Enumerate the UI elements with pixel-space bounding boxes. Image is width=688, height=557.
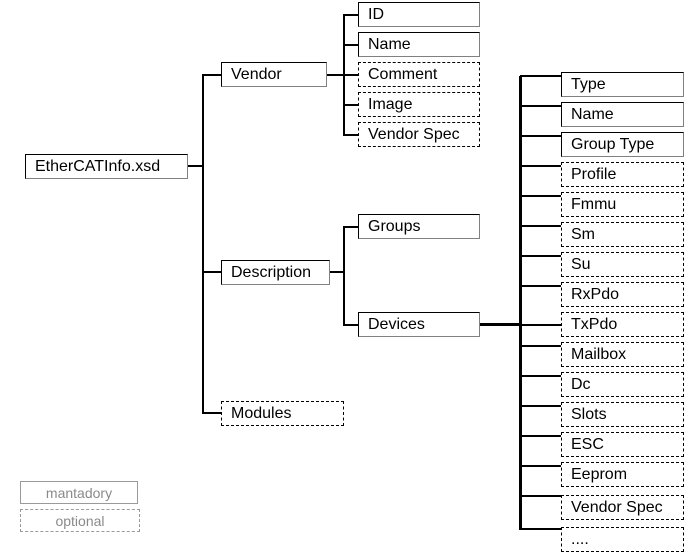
node-device-profile[interactable]: Profile [561,162,684,187]
node-vendor-image[interactable]: Image [358,92,480,117]
node-vendor-id[interactable]: ID [358,2,480,27]
connector-devices-trunk [519,76,522,530]
node-device-rxpdo[interactable]: RxPdo [561,282,684,307]
connector-devices-child-12 [520,435,562,437]
node-device-fmmu[interactable]: Fmmu [561,192,684,217]
connector-description-trunk [343,227,345,326]
connector-devices-child-11 [520,405,562,407]
node-device-sm[interactable]: Sm [561,222,684,247]
connector-devices-child-0 [520,75,562,77]
connector-trunk-description [202,271,222,273]
node-vendor-vendor-spec[interactable]: Vendor Spec [358,122,480,147]
node-device-group-type[interactable]: Group Type [561,132,684,157]
node-groups[interactable]: Groups [358,214,480,239]
connector-devices-stub [479,323,522,326]
node-device-dc[interactable]: Dc [561,372,684,397]
connector-devices-child-14 [520,495,562,497]
node-device-txpdo[interactable]: TxPdo [561,312,684,337]
connector-description-stub [330,271,344,273]
node-device-more[interactable]: .... [561,527,684,552]
connector-description-child-0 [343,226,359,228]
node-device-su[interactable]: Su [561,252,684,277]
connector-devices-child-9 [520,345,562,347]
node-device-slots[interactable]: Slots [561,402,684,427]
connector-devices-child-2 [520,135,562,137]
connector-devices-child-10 [520,375,562,377]
node-modules[interactable]: Modules [221,401,344,426]
connector-main-trunk [202,75,204,414]
connector-devices-child-7 [520,285,562,287]
connector-root-stub [188,165,203,167]
node-vendor-name[interactable]: Name [358,32,480,57]
connector-devices-child-6 [520,255,562,257]
connector-vendor-child-1 [343,44,359,46]
node-vendor[interactable]: Vendor [221,62,327,87]
node-devices[interactable]: Devices [358,312,480,337]
node-vendor-comment[interactable]: Comment [358,62,480,87]
connector-devices-child-1 [520,105,562,107]
connector-devices-child-15 [520,528,562,530]
node-root-ethercatinfo[interactable]: EtherCATInfo.xsd [25,154,188,179]
connector-devices-child-5 [520,225,562,227]
connector-devices-child-8 [520,324,562,326]
legend-optional: optional [20,509,140,532]
connector-vendor-child-2 [343,74,359,76]
connector-vendor-stub [327,74,344,76]
node-device-type[interactable]: Type [561,72,684,97]
node-description[interactable]: Description [221,260,330,285]
connector-devices-child-4 [520,195,562,197]
legend-mandatory: mantadory [20,481,138,504]
node-device-mailbox[interactable]: Mailbox [561,342,684,367]
connector-vendor-child-3 [343,104,359,106]
node-device-esc[interactable]: ESC [561,432,684,457]
node-device-vendor-spec[interactable]: Vendor Spec [561,495,684,520]
connector-trunk-vendor [202,74,222,76]
connector-devices-child-13 [520,465,562,467]
node-device-name[interactable]: Name [561,102,684,127]
connector-vendor-child-4 [343,134,359,136]
connector-devices-child-3 [520,165,562,167]
node-device-eeprom[interactable]: Eeprom [561,462,684,487]
connector-description-child-1 [343,324,359,326]
connector-trunk-modules [202,412,222,414]
connector-vendor-child-0 [343,14,359,16]
